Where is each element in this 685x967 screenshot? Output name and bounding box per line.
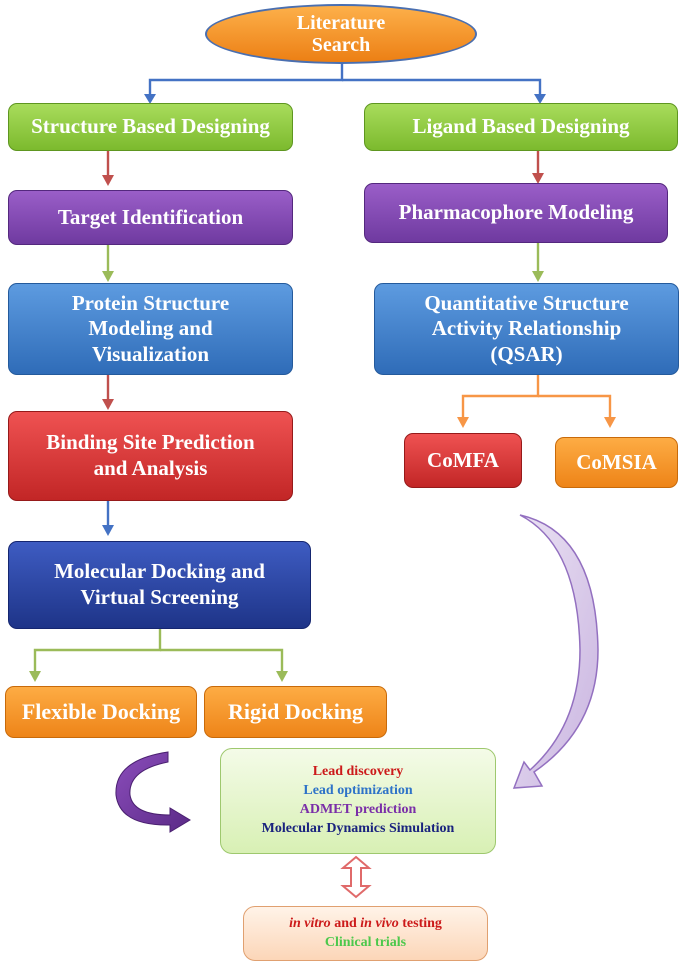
node-binding-site: Binding Site Prediction and Analysis	[8, 411, 293, 501]
big-curved-arrow	[512, 514, 599, 789]
in-vivo-text: in vivo	[360, 915, 399, 931]
split-connector-qsar	[461, 374, 612, 418]
lead-discovery-label: Lead discovery	[312, 764, 404, 780]
arrowhead-to-structure-based	[144, 94, 156, 104]
admet-prediction-label: ADMET prediction	[299, 802, 417, 817]
lead-discovery-panel: Lead discovery Lead optimization ADMET p…	[220, 748, 496, 854]
node-comsia: CoMSIA	[555, 437, 678, 488]
lead-optimization-label: Lead optimization	[303, 783, 413, 799]
testing-text: testing	[398, 915, 442, 931]
node-molecular-docking: Molecular Docking and Virtual Screening	[8, 541, 311, 629]
node-rigid-docking: Rigid Docking	[204, 686, 387, 738]
clinical-trials-label: Clinical trials	[324, 934, 407, 950]
arrowhead-to-ligand-based	[534, 94, 546, 104]
testing-line: in vitro and in vivo testing	[244, 915, 487, 934]
node-pharmacophore-modeling: Pharmacophore Modeling	[364, 183, 668, 243]
double-arrow	[340, 855, 372, 899]
split-connector-docking	[33, 628, 284, 672]
node-ligand-based-designing: Ligand Based Designing	[364, 103, 678, 151]
node-literature-search: Literature Search	[205, 4, 477, 64]
in-vitro-text: in vitro	[289, 915, 331, 931]
node-target-identification: Target Identification	[8, 190, 293, 245]
node-comfa: CoMFA	[404, 433, 522, 488]
molecular-dynamics-label: Molecular Dynamics Simulation	[261, 820, 455, 836]
and-text: and	[330, 915, 361, 931]
split-connector-literature	[148, 58, 542, 95]
node-qsar: Quantitative Structure Activity Relation…	[374, 283, 679, 375]
node-protein-structure: Protein Structure Modeling and Visualiza…	[8, 283, 293, 375]
node-flexible-docking: Flexible Docking	[5, 686, 197, 738]
node-structure-based-designing: Structure Based Designing	[8, 103, 293, 151]
curl-arrow	[115, 751, 191, 833]
testing-panel: in vitro and in vivo testing Clinical tr…	[243, 906, 488, 961]
